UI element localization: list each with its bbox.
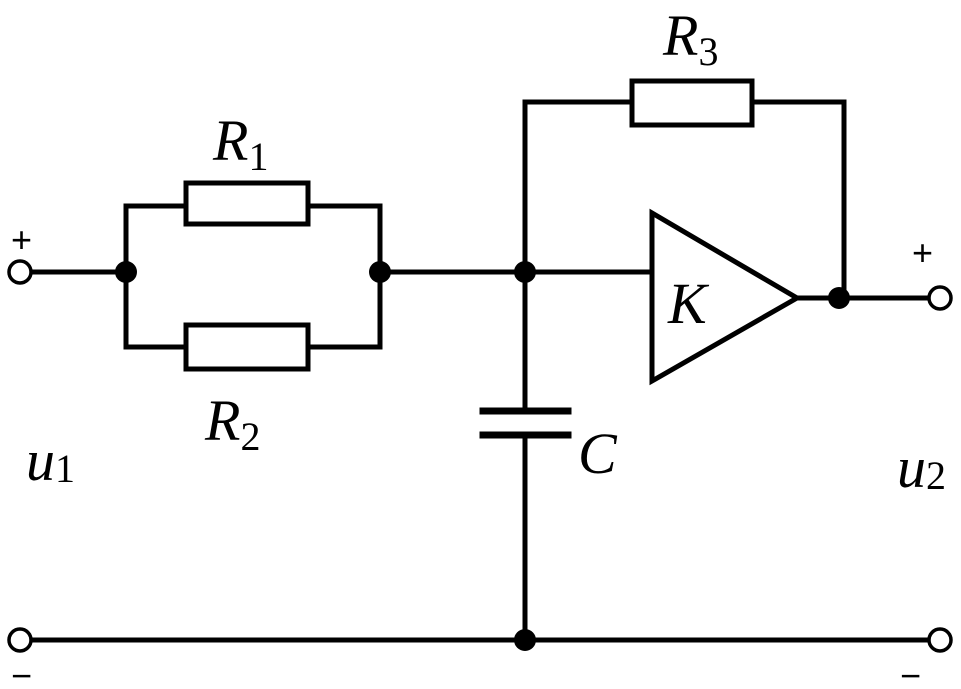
junction-nodes <box>115 261 850 651</box>
output-plus-sign: + <box>912 232 933 273</box>
feedback-wire <box>522 99 847 301</box>
input-plus-sign: + <box>11 219 32 260</box>
resistor-r1 <box>183 180 311 227</box>
junction-node <box>828 287 850 309</box>
amplifier-k <box>649 208 802 386</box>
resistor-r3 <box>629 78 755 128</box>
input-terminal-plus <box>7 259 33 285</box>
output-terminal-plus <box>927 285 953 311</box>
junction-node <box>369 261 391 283</box>
resistor-r2 <box>183 322 311 372</box>
output-voltage-label: u2 <box>897 435 946 500</box>
parallel-top-wire <box>123 203 383 275</box>
capacitor-label: C <box>578 421 618 486</box>
wires <box>28 99 932 643</box>
junction-node <box>115 261 137 283</box>
junction-node <box>514 629 536 651</box>
capacitor-c <box>479 407 572 439</box>
amplifier-label: K <box>667 271 710 336</box>
junction-node <box>514 261 536 283</box>
parallel-bottom-wire <box>123 269 383 350</box>
output-terminal-minus <box>927 627 953 653</box>
r2-label: R2 <box>204 388 260 459</box>
r1-label: R1 <box>212 108 268 179</box>
input-minus-sign: − <box>11 655 32 689</box>
input-terminal-minus <box>7 627 33 653</box>
input-voltage-label: u1 <box>26 428 75 493</box>
output-minus-sign: − <box>900 655 921 689</box>
terminals <box>7 259 953 653</box>
r3-label: R3 <box>662 3 718 74</box>
